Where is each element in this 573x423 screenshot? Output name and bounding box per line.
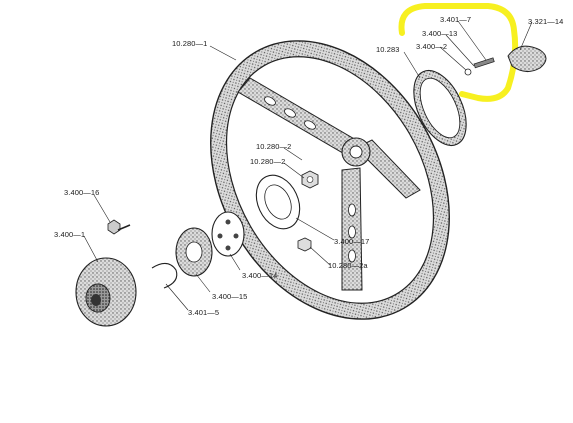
screw-part: [107, 219, 131, 235]
label-horn-ring: 10.283: [376, 45, 400, 54]
label-washer-2: 3.400—2: [416, 42, 448, 51]
label-center-nut-2: 10.280—2: [250, 157, 286, 166]
label-screw-16: 3.400—16: [64, 188, 100, 197]
label-nut-2a: 10.280—2a: [328, 261, 368, 270]
steering-wheel: [210, 40, 450, 320]
contact-disc: [211, 211, 245, 257]
leader-lines: [83, 20, 533, 311]
label-center-nut: 10.280—2: [256, 142, 292, 151]
label-contact-14: 3.321—14: [528, 17, 564, 26]
label-cap-1: 3.400—1: [54, 230, 86, 239]
horn-ring: [413, 70, 467, 146]
highlight-bracket: [398, 3, 519, 102]
label-plate-17: 3.400—17: [334, 237, 370, 246]
label-disc-14: 3.400—14: [242, 271, 278, 280]
label-hub-15: 3.400—15: [212, 292, 248, 301]
retaining-clip: [151, 262, 178, 289]
contact-spring: [507, 45, 547, 72]
label-screw-13: 3.400—13: [422, 29, 458, 38]
hub-adapter: [175, 227, 213, 277]
contact-screw-assembly: [464, 45, 547, 76]
mounting-plate: [255, 174, 301, 230]
label-wheel: 10.280—1: [172, 39, 208, 48]
lower-nut: [297, 237, 312, 252]
label-screw-7: 3.401—7: [440, 15, 472, 24]
horn-cap: [75, 257, 137, 327]
label-clip-5: 3.401—5: [188, 308, 220, 317]
